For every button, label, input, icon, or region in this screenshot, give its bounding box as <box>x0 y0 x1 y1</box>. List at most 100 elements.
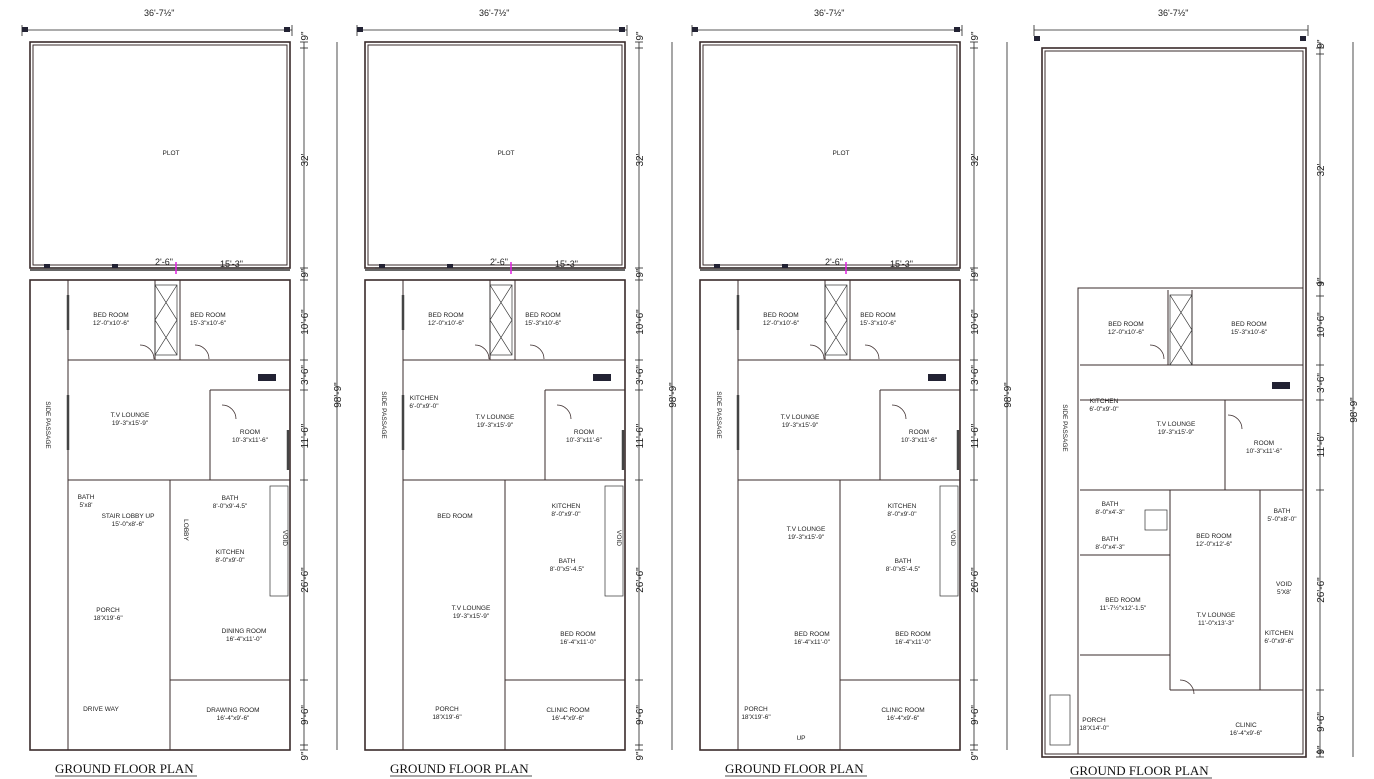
room-name: VOID <box>281 530 288 546</box>
room-name: T.V LOUNGE <box>452 605 491 612</box>
room-size: 6'-0"x9'-0" <box>409 403 439 410</box>
room-name: KITCHEN <box>216 549 245 556</box>
room-name: ROOM <box>574 429 594 436</box>
room-size: 15'-3"x10'-6" <box>1231 329 1268 336</box>
plan-3: 36'-7½"9"32'9"10'-6"3'-6"11'-6"26'-6"9'-… <box>691 8 1014 777</box>
column-marker <box>782 264 788 268</box>
room-size: 8'-0"x9'-4.5" <box>213 503 248 510</box>
plot-inner-line <box>32 44 288 266</box>
side-dimension-label: 9" <box>970 31 981 41</box>
room-name: PLOT <box>498 150 515 157</box>
side-dimension-label: 9" <box>1316 277 1327 287</box>
door-swing <box>891 404 907 420</box>
column-marker <box>112 264 118 268</box>
corner-post <box>1300 36 1306 41</box>
room-size: 19'-3"x15'-9" <box>112 420 149 427</box>
room-size: 6'-0"x9'-6" <box>1264 638 1294 645</box>
void-side <box>604 485 624 597</box>
stair-landing-block <box>928 374 946 381</box>
room-size: 8'-0"x5'-4.5" <box>886 566 921 573</box>
door-swing <box>1179 679 1195 695</box>
room-size: 16'-4"x9'-6" <box>887 715 920 722</box>
front-dimension-label: 15'-3" <box>890 259 913 269</box>
house-outline <box>364 279 626 751</box>
side-dimension-label: 11'-6" <box>970 423 981 448</box>
total-dimension-label: 98'-9" <box>1349 397 1360 423</box>
total-dimension-label: 98'-9" <box>668 382 679 408</box>
room-name: BED ROOM <box>794 631 829 638</box>
room-size: 16'-4"x11'-0" <box>794 639 831 646</box>
total-dimension-label: 98'-9" <box>333 382 344 408</box>
room-name: BED ROOM <box>1196 533 1231 540</box>
room-size: 15'-3"x10'-6" <box>525 320 562 327</box>
side-dimension-label: 9" <box>1316 745 1327 755</box>
room-name: VOID <box>615 530 622 546</box>
side-dimension-label: 9'-6" <box>1316 712 1327 732</box>
void-cross <box>1169 294 1193 366</box>
room-name: DRIVE WAY <box>83 706 119 713</box>
room-size: 10'-3"x11'-6" <box>901 437 938 444</box>
front-dimension-label: 2'-6" <box>825 257 843 267</box>
room-size: 18'X19'-6" <box>741 714 771 721</box>
room-size: 11'-7½"x12'-1.5" <box>1100 604 1147 612</box>
side-dimension-label: 9" <box>300 268 311 278</box>
room-size: 19'-3"x15'-9" <box>782 422 819 429</box>
room-size: 16'-4"x9'-6" <box>552 715 585 722</box>
corner-post <box>22 27 28 32</box>
door-swing <box>556 404 572 420</box>
room-name: BATH <box>895 558 912 565</box>
room-name: SIDE PASSAGE <box>44 401 51 449</box>
room-name: KITCHEN <box>410 395 439 402</box>
side-dimension-label: 11'-6" <box>635 423 646 448</box>
room-name: CLINIC ROOM <box>546 707 589 714</box>
room-name: STAIR LOBBY UP <box>102 513 155 520</box>
room-size: 16'-4"x9'-6" <box>1230 730 1263 737</box>
side-dimension-label: 26'-6" <box>970 567 981 593</box>
void-side <box>269 485 289 597</box>
door-swing <box>194 344 210 360</box>
room-name: T.V LOUNGE <box>476 414 515 421</box>
room-size: 5'X8' <box>1277 589 1291 596</box>
side-dimension-label: 9" <box>970 751 981 761</box>
room-name: SIDE PASSAGE <box>380 391 387 439</box>
room-name: BED ROOM <box>525 312 560 319</box>
room-size: 19'-3"x15'-9" <box>453 613 490 620</box>
top-dimension-label: 36'-7½" <box>814 8 844 18</box>
plan-1: 36'-7½"9"32'9"10'-6"3'-6"11'-6"26'-6"9'-… <box>21 8 344 777</box>
side-dimension-label: 32' <box>970 153 981 166</box>
plot-area <box>364 41 626 269</box>
door-swing <box>221 404 237 420</box>
room-name: BED ROOM <box>1108 321 1143 328</box>
house-outline <box>699 279 961 751</box>
plot-area <box>29 41 291 269</box>
void-cross <box>824 284 848 356</box>
side-dimension-label: 3'-6" <box>970 365 981 385</box>
room-name: BED ROOM <box>437 513 472 520</box>
column-marker <box>379 264 385 268</box>
door-swing <box>1227 414 1243 430</box>
room-name: PORCH <box>1082 717 1106 724</box>
side-dimension-label: 9'-6" <box>300 705 311 725</box>
room-size: 10'-3"x11'-6" <box>1246 448 1283 455</box>
side-dimension-label: 9" <box>1316 39 1327 49</box>
top-dimension-label: 36'-7½" <box>479 8 509 18</box>
room-size: 12'-0"x10'-6" <box>93 320 130 327</box>
side-dimension-label: 9" <box>300 751 311 761</box>
plan-title: GROUND FLOOR PLAN <box>725 761 864 776</box>
side-dimension-label: 9'-6" <box>635 705 646 725</box>
room-name: PLOT <box>163 150 180 157</box>
room-size: 5'x8' <box>80 502 93 509</box>
room-size: 11'-0"x13'-3" <box>1198 620 1235 627</box>
room-name: BATH <box>1102 536 1119 543</box>
room-size: 16'-4"x11'-0" <box>895 639 932 646</box>
side-dimension-label: 9" <box>970 268 981 278</box>
room-size: 18'X19'-6" <box>432 714 462 721</box>
side-dimension-label: 9" <box>635 751 646 761</box>
void-cross <box>489 284 513 356</box>
room-name: DINING ROOM <box>222 628 267 635</box>
side-dimension-label: 9'-6" <box>970 705 981 725</box>
room-name: ROOM <box>1254 440 1274 447</box>
room-name: BED ROOM <box>860 312 895 319</box>
stair-block <box>1049 694 1071 746</box>
